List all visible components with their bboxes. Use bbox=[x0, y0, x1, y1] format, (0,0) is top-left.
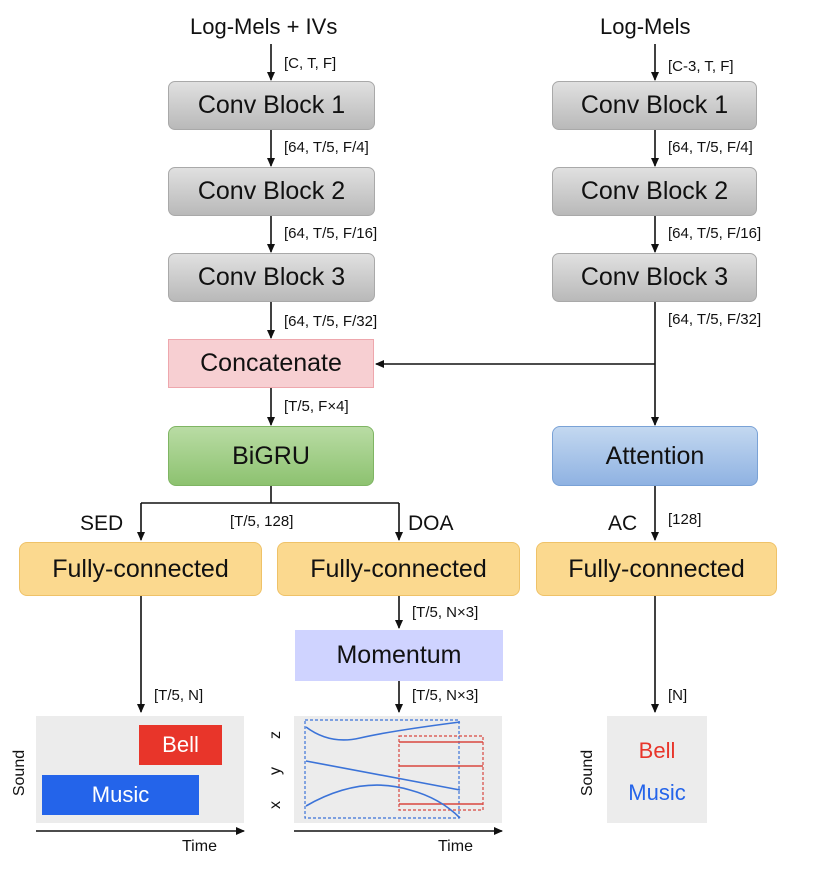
dim-label: [64, T/5, F/16] bbox=[668, 225, 762, 242]
branch-label-doa: DOA bbox=[408, 512, 454, 535]
dim-label: [C-3, T, F] bbox=[668, 58, 734, 75]
concatenate-block: Concatenate bbox=[168, 339, 374, 388]
doa-output-panel bbox=[294, 716, 502, 823]
conv-block-2-right: Conv Block 2 bbox=[552, 167, 757, 216]
dim-label: [64, T/5, F/4] bbox=[668, 139, 753, 156]
dim-label: [64, T/5, F/32] bbox=[668, 311, 762, 328]
branch-label-sed: SED bbox=[80, 512, 124, 535]
dim-label: [T/5, N] bbox=[154, 687, 204, 704]
dim-label: [T/5, 128] bbox=[230, 513, 294, 530]
branch-label-ac: AC bbox=[608, 512, 638, 535]
axis-label-x: x bbox=[267, 801, 284, 809]
conv-block-1-left: Conv Block 1 bbox=[168, 81, 375, 130]
bigru-block: BiGRU bbox=[168, 426, 374, 486]
dim-label: [128] bbox=[668, 511, 702, 528]
ac-label-music: Music bbox=[628, 780, 686, 805]
input-label-left: Log-Mels + IVs bbox=[190, 14, 338, 39]
conv-block-3-right: Conv Block 3 bbox=[552, 253, 757, 302]
dim-label: [T/5, F×4] bbox=[284, 398, 349, 415]
time-axis-label: Time bbox=[182, 838, 217, 855]
bell-event-bar: Bell bbox=[139, 725, 222, 765]
dim-label: [64, T/5, F/4] bbox=[284, 139, 369, 156]
ac-output-panel bbox=[607, 716, 707, 823]
music-event-bar: Music bbox=[42, 775, 199, 815]
dim-label: [T/5, N×3] bbox=[412, 604, 479, 621]
fc-block-sed: Fully-connected bbox=[19, 542, 262, 596]
dim-label: [N] bbox=[668, 687, 688, 704]
time-axis-label: Time bbox=[438, 838, 473, 855]
dim-label: [T/5, N×3] bbox=[412, 687, 479, 704]
axis-label-z: z bbox=[267, 731, 284, 739]
fc-block-ac: Fully-connected bbox=[536, 542, 777, 596]
axis-label-y: y bbox=[267, 767, 284, 775]
dim-label: [C, T, F] bbox=[284, 55, 337, 72]
conv-block-2-left: Conv Block 2 bbox=[168, 167, 375, 216]
input-label-right: Log-Mels bbox=[600, 14, 691, 39]
momentum-block: Momentum bbox=[295, 630, 503, 681]
dim-label: [64, T/5, F/16] bbox=[284, 225, 378, 242]
ac-label-bell: Bell bbox=[638, 738, 676, 763]
fc-block-doa: Fully-connected bbox=[277, 542, 520, 596]
attention-block: Attention bbox=[552, 426, 758, 486]
conv-block-1-right: Conv Block 1 bbox=[552, 81, 757, 130]
sound-axis-label: Sound bbox=[579, 749, 596, 797]
conv-block-3-left: Conv Block 3 bbox=[168, 253, 375, 302]
dim-label: [64, T/5, F/32] bbox=[284, 313, 378, 330]
